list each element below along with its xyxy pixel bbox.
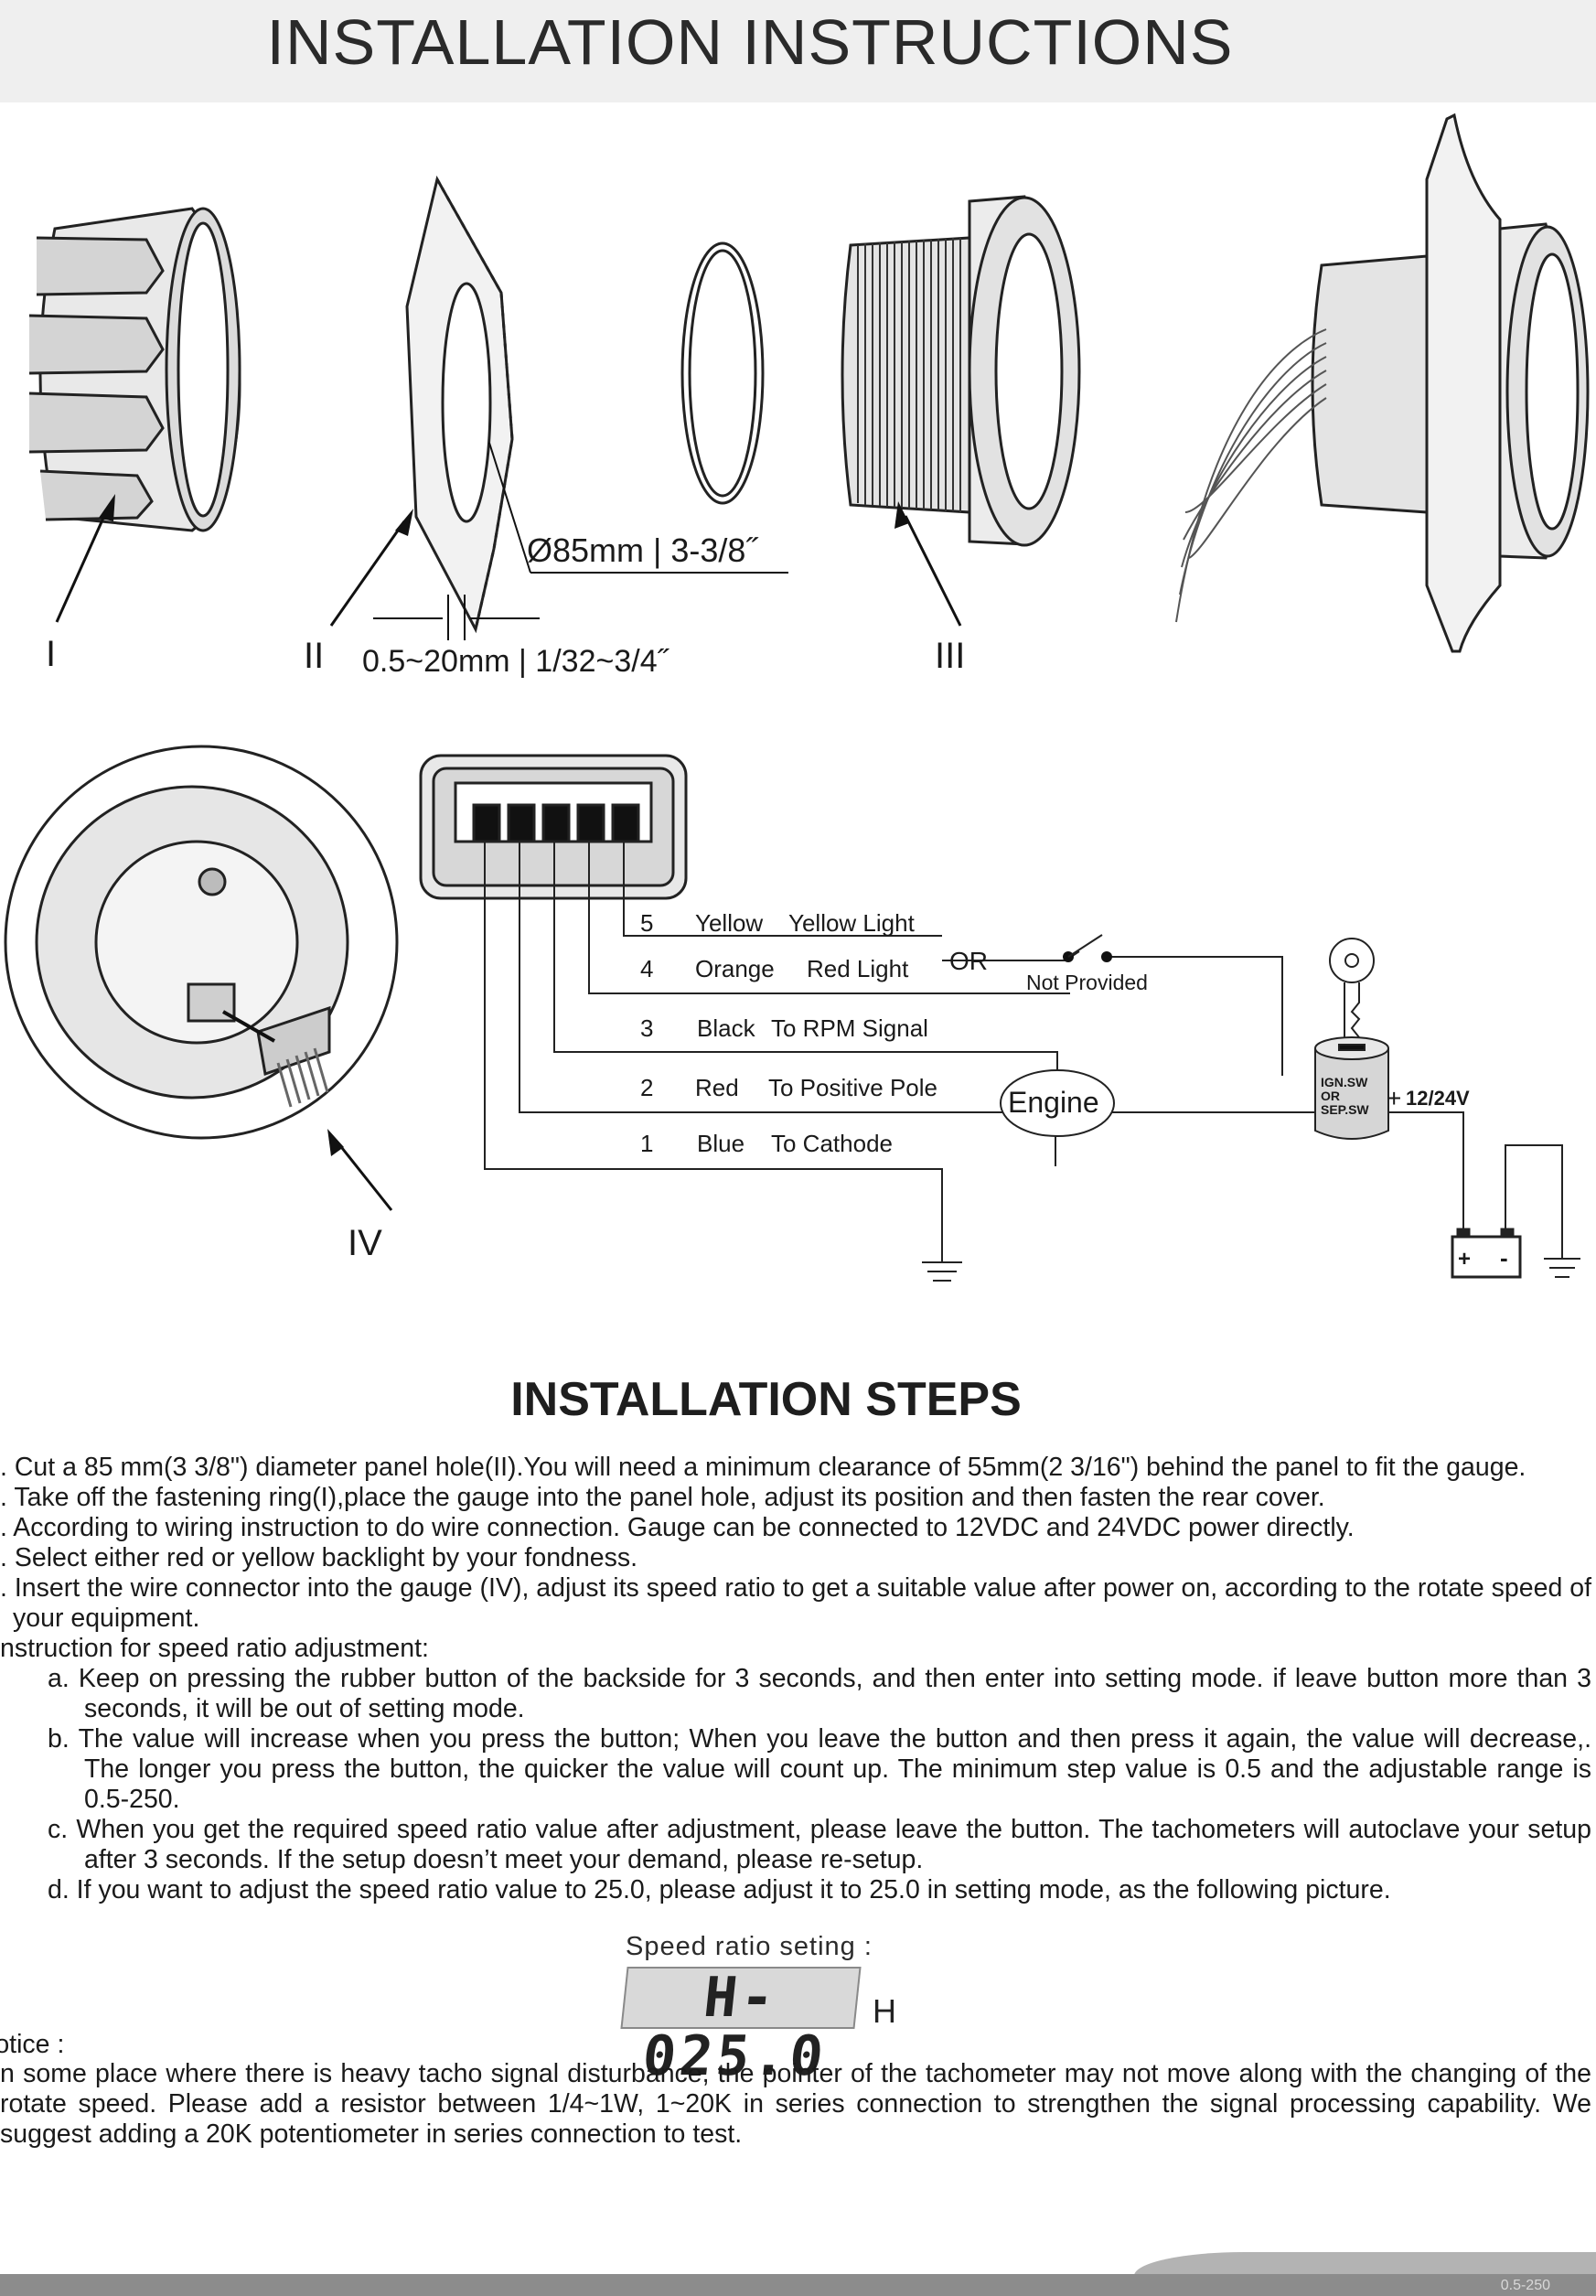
- installation-diagram: I II Ø85mm | 3-3/8˝ 0.5~20mm | 1/32~3/4˝: [4, 113, 1590, 1282]
- arrow-II-head: [395, 509, 413, 536]
- wire-5-desc: Yellow Light: [788, 909, 916, 937]
- sub-step-a: a. Keep on pressing the rubber button of…: [48, 1664, 1591, 1723]
- voltage-label: 12/24V: [1406, 1087, 1470, 1110]
- step-2: . Take off the fastening ring(I),place t…: [0, 1483, 1325, 1512]
- notice-text: n some place where there is heavy tacho …: [0, 2059, 1591, 2149]
- step-5: . Insert the wire connector into the gau…: [0, 1573, 1591, 1633]
- thread-lines: [857, 238, 961, 512]
- ground-symbol-right: [1544, 1258, 1580, 1278]
- sub-step-d: d. If you want to adjust the speed ratio…: [48, 1875, 1391, 1904]
- rear-view-illustration: [4, 745, 399, 1140]
- arrow-II: [329, 520, 406, 627]
- not-provided-label: Not Provided: [1026, 971, 1148, 994]
- header-band: [0, 0, 1596, 102]
- wire-4-color: Orange: [695, 955, 775, 982]
- label-part-I: I: [46, 634, 56, 674]
- speed-ratio-unit: H: [873, 1992, 896, 2030]
- wire-4-desc: Red Light: [807, 955, 909, 982]
- engine-ellipse: [1000, 1069, 1115, 1137]
- arrow-IV-head: [327, 1129, 344, 1156]
- notice-title: lotice :: [0, 2030, 65, 2059]
- hole-diameter-label: Ø85mm | 3-3/8˝: [527, 531, 758, 569]
- switch-line-2: OR: [1321, 1089, 1340, 1103]
- connector-block: [419, 754, 688, 900]
- label-part-IV: IV: [348, 1223, 382, 1263]
- sub-step-c: c. When you get the required speed ratio…: [48, 1815, 1591, 1874]
- instruction-title: nstruction for speed ratio adjustment:: [0, 1634, 429, 1663]
- panel-illustration: [405, 175, 514, 634]
- wire-1-color: Blue: [697, 1130, 744, 1157]
- hole-diameter-leader: [488, 442, 531, 574]
- wire-1-number: 1: [640, 1130, 653, 1157]
- gauge-wires: [1175, 328, 1327, 623]
- step-3: . According to wiring instruction to do …: [0, 1513, 1355, 1542]
- battery-plus: +: [1458, 1247, 1471, 1271]
- arrow-III: [904, 515, 962, 627]
- assembled-gauge-illustration: [1311, 113, 1590, 653]
- ignition-switch: [1314, 1036, 1389, 1140]
- arrow-IV: [337, 1143, 393, 1211]
- gauge-body-illustration: [841, 195, 1081, 547]
- wire-3-color: Black: [697, 1014, 756, 1042]
- battery-minus: -: [1500, 1244, 1508, 1271]
- speed-ratio-label: Speed ratio seting :: [626, 1932, 873, 1961]
- ground-symbol-left: [922, 1261, 962, 1282]
- footer-tab: [1134, 2252, 1596, 2276]
- arrow-I-head: [99, 494, 115, 521]
- switch-line-1: IGN.SW: [1321, 1075, 1368, 1089]
- step-4: . Select either red or yellow backlight …: [0, 1543, 638, 1572]
- wire-2-number: 2: [640, 1074, 653, 1101]
- steps-title: INSTALLATION STEPS: [510, 1373, 1022, 1426]
- footer-bar: [0, 2274, 1596, 2296]
- label-part-II: II: [304, 636, 324, 676]
- wire-5-number: 5: [640, 909, 653, 937]
- sub-step-b: b. The value will increase when you pres…: [48, 1724, 1591, 1814]
- speed-ratio-display: H-025.0: [620, 1966, 862, 2088]
- wire-3-desc: To RPM Signal: [771, 1014, 928, 1042]
- key-icon: [1329, 938, 1375, 1046]
- footer-code: 0.5-250: [1500, 2278, 1550, 2293]
- wire-4-number: 4: [640, 955, 653, 982]
- voltage-plus: +: [1387, 1084, 1401, 1112]
- or-label: OR: [949, 947, 988, 975]
- wiring-lines: [484, 842, 1563, 1262]
- wire-2-color: Red: [695, 1074, 739, 1101]
- rear-view-pins: [276, 1047, 329, 1108]
- wire-3-number: 3: [640, 1014, 653, 1042]
- wire-5-color: Yellow: [695, 909, 763, 937]
- fastening-ring-illustration: [28, 207, 241, 532]
- step-1: . Cut a 85 mm(3 3/8") diameter panel hol…: [0, 1453, 1526, 1482]
- notice-text-block: n some place where there is heavy tacho …: [0, 2059, 1591, 2150]
- arrow-I: [55, 507, 110, 623]
- o-ring-illustration: [680, 241, 765, 505]
- connector-arrow: [222, 1010, 275, 1043]
- panel-thickness-label: 0.5~20mm | 1/32~3/4˝: [362, 644, 670, 679]
- switch-lever: [1067, 934, 1103, 958]
- wire-1-desc: To Cathode: [771, 1130, 893, 1157]
- switch-contact-right: [1101, 951, 1112, 962]
- wire-2-desc: To Positive Pole: [768, 1074, 937, 1101]
- engine-label: Engine: [1008, 1086, 1099, 1119]
- installation-steps: . Cut a 85 mm(3 3/8") diameter panel hol…: [0, 1453, 1591, 1905]
- label-part-III: III: [935, 636, 965, 676]
- switch-line-3: SEP.SW: [1321, 1102, 1369, 1117]
- battery-icon: [1451, 1228, 1522, 1279]
- page-title: INSTALLATION INSTRUCTIONS: [266, 6, 1234, 78]
- arrow-III-head: [894, 501, 909, 529]
